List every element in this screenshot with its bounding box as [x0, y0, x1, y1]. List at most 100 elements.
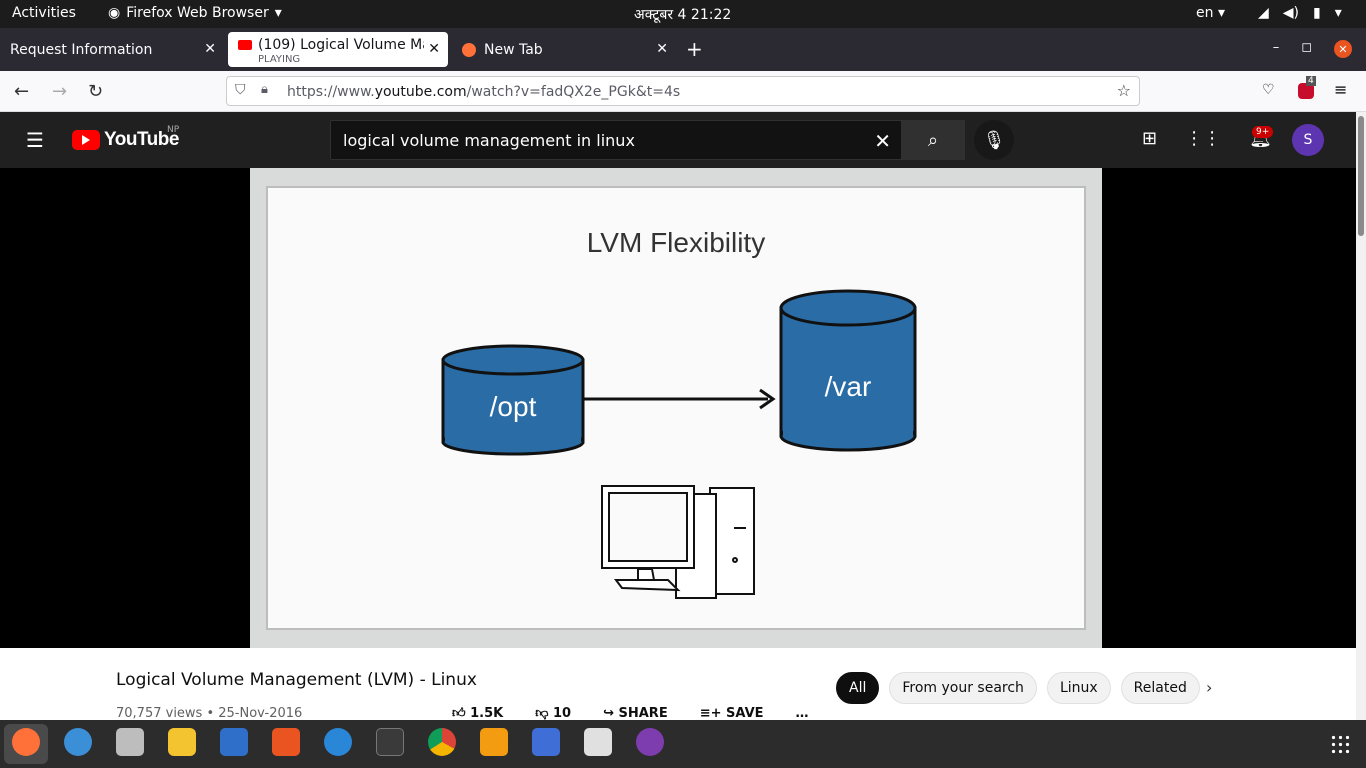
minimize-icon[interactable]: – — [1272, 40, 1280, 55]
save-playlist-icon: ≡+ — [699, 706, 722, 721]
rhythmbox-icon[interactable] — [168, 728, 196, 756]
dislike-count: 10 — [552, 706, 572, 721]
apps-grid-icon[interactable]: ⋮⋮ — [1185, 128, 1222, 149]
close-icon[interactable]: ✕ — [428, 41, 440, 57]
battery-icon: ▮ — [1313, 5, 1321, 21]
terminal-icon[interactable] — [376, 728, 404, 756]
share-label: SHARE — [618, 706, 668, 721]
activities-button[interactable]: Activities — [12, 5, 76, 21]
share-button[interactable]: ↪ SHARE — [603, 706, 668, 721]
search-button[interactable]: ⌕ — [901, 120, 965, 160]
writer-icon[interactable] — [220, 728, 248, 756]
menu-icon[interactable]: ≡ — [1334, 80, 1348, 99]
chip-from-your-search[interactable]: From your search — [889, 672, 1037, 704]
maximize-icon[interactable]: ◻ — [1301, 40, 1312, 55]
opt-label: /opt — [490, 391, 537, 422]
navigation-bar: ← → ↻ ⛉ 🔒︎ https://www.youtube.com/watch… — [0, 71, 1366, 112]
firefox-icon[interactable] — [12, 728, 40, 756]
related-chips: All From your search Linux Related — [836, 672, 1200, 704]
help-icon[interactable] — [324, 728, 352, 756]
like-button[interactable]: 👍︎ 1.5K — [452, 706, 503, 721]
lecture-slide: LVM Flexibility /opt — [266, 186, 1086, 630]
tab-title: (109) Logical Volume Mar — [258, 36, 424, 53]
save-label: SAVE — [726, 706, 764, 721]
avatar[interactable]: S — [1292, 124, 1324, 156]
firefox-icon: ◉ — [108, 5, 121, 21]
close-icon[interactable]: ✕ — [656, 41, 668, 57]
forward-button[interactable]: → — [52, 81, 68, 102]
system-tray[interactable]: ◢ ◀) ▮ ▾ — [1258, 5, 1342, 21]
sublime-text-icon[interactable] — [480, 728, 508, 756]
system-top-bar: Activities ◉ Firefox Web Browser ▾ अक्टू… — [0, 0, 1366, 28]
more-actions-icon[interactable]: … — [795, 706, 809, 721]
microphone-icon: 🎙︎ — [982, 129, 1006, 151]
view-count: 70,757 views — [116, 706, 203, 721]
share-icon: ↪ — [603, 706, 614, 721]
tab-new-tab[interactable]: New Tab ✕ — [452, 32, 676, 67]
viber-icon[interactable] — [636, 728, 664, 756]
document-viewer-icon[interactable] — [584, 728, 612, 756]
lock-icon[interactable]: 🔒︎ — [261, 82, 268, 97]
show-applications-icon[interactable] — [1330, 734, 1350, 754]
voice-search-button[interactable]: 🎙︎ — [974, 120, 1014, 160]
screenshot-icon[interactable] — [532, 728, 560, 756]
search-icon: ⌕ — [927, 129, 939, 151]
close-window-icon[interactable]: ✕ — [1334, 40, 1352, 58]
software-center-icon[interactable] — [272, 728, 300, 756]
dislike-button[interactable]: 👎︎ 10 — [535, 706, 571, 721]
search-input[interactable]: logical volume management in linux ✕ — [330, 120, 902, 160]
url-bar[interactable]: ⛉ 🔒︎ https://www.youtube.com/watch?v=fad… — [226, 76, 1140, 106]
files-icon[interactable] — [116, 728, 144, 756]
language-indicator[interactable]: en ▾ — [1196, 5, 1225, 21]
notification-count-badge: 9+ — [1252, 126, 1274, 138]
video-meta: 70,757 views • 25-Nov-2016 — [116, 706, 303, 721]
youtube-play-icon — [72, 130, 100, 150]
tab-strip: Request Information ✕ (109) Logical Volu… — [0, 28, 1366, 71]
upload-date: 25-Nov-2016 — [218, 706, 303, 721]
video-actions: 👍︎ 1.5K 👎︎ 10 ↪ SHARE ≡+ SAVE … — [452, 706, 809, 721]
clock[interactable]: अक्टूबर 4 21:22 — [634, 7, 732, 23]
var-volume-cylinder: /var — [779, 289, 917, 452]
chevron-right-icon[interactable]: › — [1206, 678, 1213, 697]
youtube-logo[interactable]: YouTube — [72, 129, 179, 151]
scrollbar-thumb[interactable] — [1358, 116, 1364, 236]
opt-volume-cylinder: /opt — [441, 344, 585, 456]
video-title: Logical Volume Management (LVM) - Linux — [116, 670, 477, 690]
app-menu[interactable]: ◉ Firefox Web Browser ▾ — [108, 5, 282, 21]
bookmark-star-icon[interactable]: ☆ — [1116, 81, 1131, 100]
chrome-icon[interactable] — [428, 728, 456, 756]
chip-all[interactable]: All — [836, 672, 880, 704]
adblock-count-badge: 4 — [1306, 76, 1316, 86]
close-icon[interactable]: ✕ — [204, 41, 216, 57]
window-controls: – ◻ ✕ — [1273, 40, 1352, 58]
thumbs-down-icon: 👎︎ — [535, 706, 549, 721]
playing-status: PLAYING — [258, 54, 301, 65]
new-tab-button[interactable]: + — [686, 37, 703, 61]
save-button[interactable]: ≡+ SAVE — [700, 706, 764, 721]
ubuntu-dock — [0, 720, 1366, 768]
adblock-icon[interactable] — [1298, 83, 1314, 99]
app-name: Firefox Web Browser — [126, 5, 269, 21]
hamburger-menu-icon[interactable]: ☰ — [26, 128, 44, 152]
shield-icon[interactable]: ⛉ — [235, 82, 246, 98]
back-button[interactable]: ← — [14, 81, 30, 102]
reload-button[interactable]: ↻ — [88, 81, 104, 102]
tab-request-information[interactable]: Request Information ✕ — [0, 32, 224, 67]
chip-related[interactable]: Related — [1120, 672, 1200, 704]
pocket-icon[interactable]: ♡ — [1262, 82, 1275, 98]
video-frame: LVM Flexibility /opt — [250, 168, 1102, 648]
clear-search-icon[interactable]: ✕ — [874, 129, 891, 153]
chevron-down-icon: ▾ — [1334, 5, 1342, 21]
slide-diagram: LVM Flexibility /opt — [441, 227, 917, 599]
create-video-icon[interactable]: ⊞ — [1142, 128, 1158, 149]
page-scrollbar[interactable] — [1356, 112, 1366, 720]
thunderbird-icon[interactable] — [64, 728, 92, 756]
chip-linux[interactable]: Linux — [1046, 672, 1111, 704]
tab-youtube-video[interactable]: (109) Logical Volume Mar PLAYING ✕ — [228, 32, 448, 67]
url-text: https://www.youtube.com/watch?v=fadQX2e_… — [287, 84, 681, 100]
tab-title: New Tab — [484, 41, 543, 58]
youtube-logo-text: YouTube — [104, 129, 179, 150]
search-query: logical volume management in linux — [343, 131, 635, 150]
video-player[interactable]: LVM Flexibility /opt — [0, 168, 1356, 648]
var-label: /var — [825, 371, 872, 402]
